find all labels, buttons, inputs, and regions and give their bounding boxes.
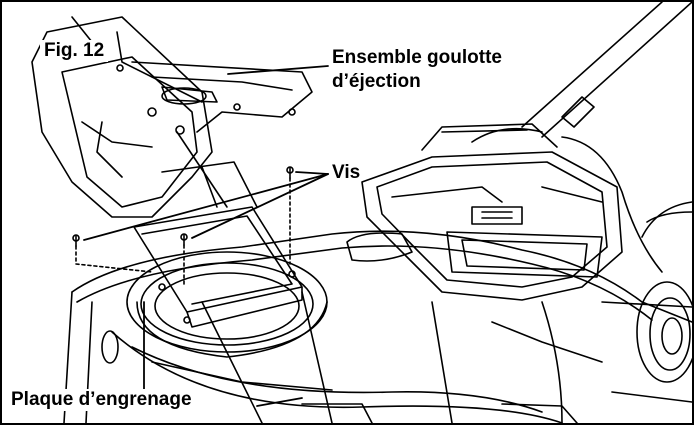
wheel <box>601 281 692 403</box>
gear-plate-ring <box>126 251 328 358</box>
screw-middle <box>180 233 188 288</box>
chute-base <box>133 161 303 328</box>
callout-chute-line2: d’éjection <box>332 71 421 93</box>
screw-leader-left <box>83 173 329 241</box>
figure-number: Fig. 12 <box>40 40 109 62</box>
callout-chute-assembly: Ensemble goulotte d’éjection <box>332 46 502 94</box>
screw-leader-middle <box>191 173 329 239</box>
housing-body <box>63 230 692 423</box>
gear-plate-underline <box>256 397 303 407</box>
chute-leader-line <box>227 65 329 75</box>
screw-leader-top <box>295 171 329 175</box>
callout-screws: Vis <box>332 162 361 183</box>
callout-chute-line1: Ensemble goulotte <box>332 47 502 68</box>
leader-lines <box>83 65 329 407</box>
callout-gear-plate: Plaque d’engrenage <box>8 389 195 411</box>
screw-top <box>286 166 294 265</box>
handle-bar <box>471 2 692 273</box>
screw-left <box>72 234 153 273</box>
control-panel <box>346 123 623 301</box>
